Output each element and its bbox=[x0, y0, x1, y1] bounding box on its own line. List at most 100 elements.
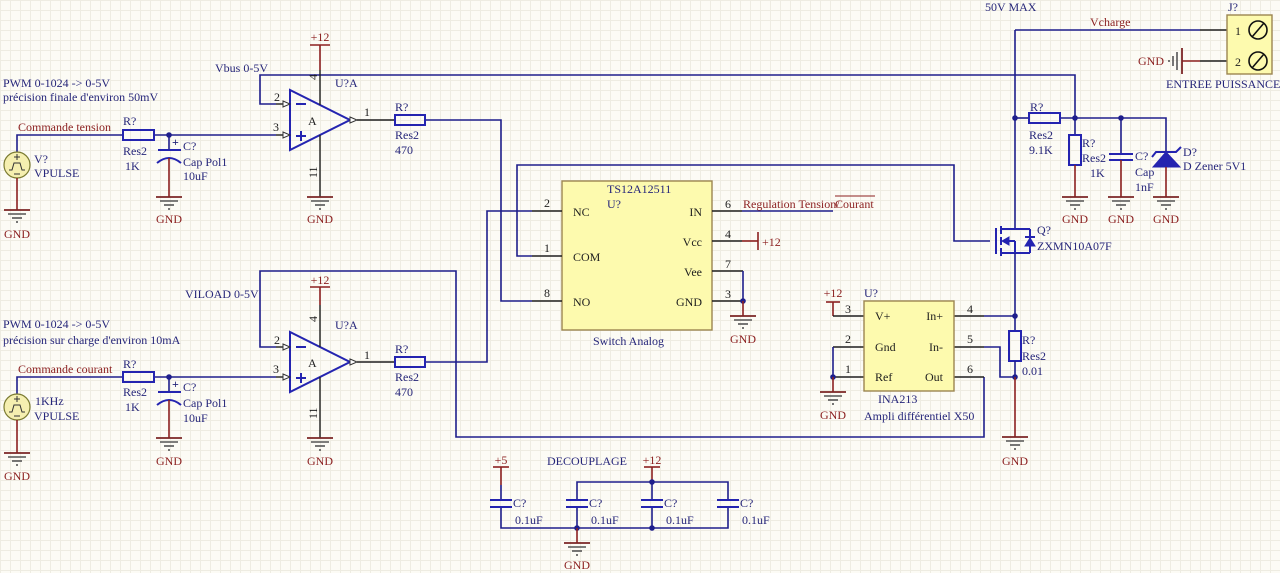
pulse-source-1khz[interactable]: 1KHz VPULSE bbox=[3, 393, 79, 423]
wire-in-minus[interactable] bbox=[984, 346, 1015, 378]
gnd-label: GND bbox=[4, 469, 30, 483]
junction bbox=[649, 479, 655, 485]
power-label: +12 bbox=[643, 453, 662, 467]
gnd-label: GND bbox=[4, 227, 30, 241]
decoupling-cap[interactable]: C? 0.1uF bbox=[566, 496, 619, 527]
decoupling-cap[interactable]: C? 0.1uF bbox=[641, 496, 694, 527]
pulse-waveform-icon bbox=[9, 162, 25, 171]
note-max-voltage: 50V MAX bbox=[985, 0, 1037, 14]
value: 470 bbox=[395, 143, 413, 157]
designator: C? bbox=[740, 496, 753, 510]
designator: R? bbox=[123, 357, 136, 371]
net-label-commande-courant[interactable]: Commande courant bbox=[18, 362, 113, 376]
wire[interactable] bbox=[500, 507, 729, 529]
connector-entree-puissance[interactable]: 1 2 bbox=[1200, 14, 1273, 75]
pin-number: 11 bbox=[306, 166, 320, 178]
wire-viload-feedback[interactable] bbox=[259, 270, 985, 438]
junction bbox=[1012, 313, 1018, 319]
comment: Cap bbox=[1135, 165, 1154, 179]
value: 10uF bbox=[183, 411, 208, 425]
part-name: ZXMN10A07F bbox=[1037, 239, 1112, 253]
resistor-shunt-0.01[interactable]: R? Res2 0.01 bbox=[1008, 330, 1046, 437]
source-designator: 1KHz bbox=[35, 394, 64, 408]
pulse-source-v[interactable]: V? VPULSE bbox=[3, 151, 79, 180]
net-label-regulation-tension-courant[interactable]: Regulation Tension/ Courant bbox=[743, 195, 875, 211]
capacitor-filter-10uf[interactable]: + C? Cap Pol1 10uF bbox=[156, 377, 227, 438]
power-port-plus12[interactable]: +12 bbox=[643, 453, 662, 482]
value: 0.1uF bbox=[591, 513, 619, 527]
resistor-filter-1k[interactable]: R? Res2 1K bbox=[122, 114, 155, 173]
capacitor-1nf[interactable]: C? Cap 1nF bbox=[1109, 118, 1154, 197]
wire[interactable] bbox=[1060, 117, 1167, 152]
opamp-voltage[interactable]: A 2 3 1 4 11 U?A bbox=[273, 45, 395, 197]
section-title: DECOUPLAGE bbox=[547, 454, 627, 468]
gnd-label: GND bbox=[1108, 212, 1134, 226]
pin-arrow-icon bbox=[282, 373, 292, 381]
resistor-body bbox=[122, 371, 155, 383]
capacitor-filter-10uf[interactable]: + C? Cap Pol1 10uF bbox=[156, 135, 227, 197]
power-port-plus12[interactable]: +12 bbox=[742, 232, 781, 250]
designator: R? bbox=[395, 342, 408, 356]
pin-number: 3 bbox=[273, 120, 279, 134]
value: 9.1K bbox=[1029, 143, 1053, 157]
power-port-plus5[interactable]: +5 bbox=[493, 453, 509, 485]
diode-triangle-icon bbox=[1151, 151, 1182, 168]
mosfet-zxmn10a07f[interactable]: Q? ZXMN10A07F bbox=[995, 223, 1112, 256]
designator: U? bbox=[864, 286, 878, 300]
resistor-body bbox=[394, 356, 426, 368]
part-name: TS12A12511 bbox=[607, 182, 671, 196]
wire-vbus-feedback[interactable] bbox=[259, 74, 1076, 118]
resistor-output-470[interactable]: R? Res2 470 bbox=[394, 100, 426, 157]
pin-number: 11 bbox=[306, 407, 320, 419]
comment: Res2 bbox=[395, 370, 419, 384]
current-sense-amp-ina213[interactable]: 3 2 1 4 5 6 V+ Gnd Ref In+ In- Out INA21… bbox=[833, 300, 984, 423]
gnd-label: GND bbox=[1153, 212, 1179, 226]
pin-name: In+ bbox=[926, 309, 943, 323]
note-line: précision sur charge d'environ 10mA bbox=[3, 333, 181, 347]
designator: C? bbox=[183, 380, 196, 394]
description: Ampli différentiel X50 bbox=[864, 409, 974, 423]
analog-switch-ts12a12511[interactable]: TS12A12511 U? 2 1 8 NC COM NO 6 4 7 3 IN… bbox=[532, 180, 743, 348]
designator: D? bbox=[1183, 145, 1197, 159]
decoupling-cap[interactable]: C? 0.1uF bbox=[717, 496, 770, 527]
designator: C? bbox=[664, 496, 677, 510]
ic-body bbox=[863, 300, 955, 392]
net-label-commande-tension[interactable]: Commande tension bbox=[18, 120, 111, 134]
decoupling-cap[interactable]: C? 0.1uF bbox=[490, 496, 543, 527]
opamp-current[interactable]: A 2 3 1 4 11 U?A bbox=[273, 287, 395, 438]
net-label-vcharge[interactable]: Vcharge bbox=[1090, 15, 1130, 29]
designator: C? bbox=[1135, 149, 1148, 163]
comment: D Zener 5V1 bbox=[1183, 159, 1246, 173]
resistor-divider-9k1[interactable]: R? Res2 9.1K bbox=[1028, 100, 1061, 157]
gnd-symbol: GND bbox=[1138, 48, 1200, 74]
resistor-filter-1k[interactable]: R? Res2 1K bbox=[122, 357, 155, 414]
wire-com-to-gate[interactable] bbox=[516, 164, 990, 257]
pin-name: Ref bbox=[875, 370, 892, 384]
gnd-symbol: GND bbox=[1002, 436, 1028, 468]
pin-number: 1 bbox=[544, 241, 550, 255]
value: 1K bbox=[1090, 166, 1105, 180]
description: Switch Analog bbox=[593, 334, 664, 348]
gnd-symbol: GND bbox=[156, 437, 182, 468]
power-port-plus12[interactable]: +12 bbox=[310, 273, 330, 288]
resistor-divider-1k[interactable]: R? Res2 1K bbox=[1068, 118, 1106, 197]
power-port-plus12[interactable]: +12 bbox=[824, 286, 843, 316]
wire[interactable] bbox=[16, 134, 123, 152]
pin-number: 2 bbox=[845, 332, 851, 346]
pin-number: 4 bbox=[725, 227, 731, 241]
pin-name: GND bbox=[676, 295, 702, 309]
pin-number: 8 bbox=[544, 286, 550, 300]
zener-diode-5v1[interactable]: D? D Zener 5V1 bbox=[1151, 145, 1246, 197]
junction bbox=[649, 525, 655, 531]
value: 0.1uF bbox=[742, 513, 770, 527]
wire-to-switch-nc[interactable] bbox=[425, 210, 532, 363]
pin-name: Gnd bbox=[875, 340, 896, 354]
resistor-output-470[interactable]: R? Res2 470 bbox=[394, 342, 426, 399]
power-port-plus12[interactable]: +12 bbox=[310, 30, 330, 46]
source-value: VPULSE bbox=[34, 166, 79, 180]
pin-name: IN bbox=[689, 205, 702, 219]
pin-number: 5 bbox=[967, 332, 973, 346]
wire[interactable] bbox=[16, 376, 123, 394]
pin-number: 1 bbox=[1235, 24, 1241, 38]
